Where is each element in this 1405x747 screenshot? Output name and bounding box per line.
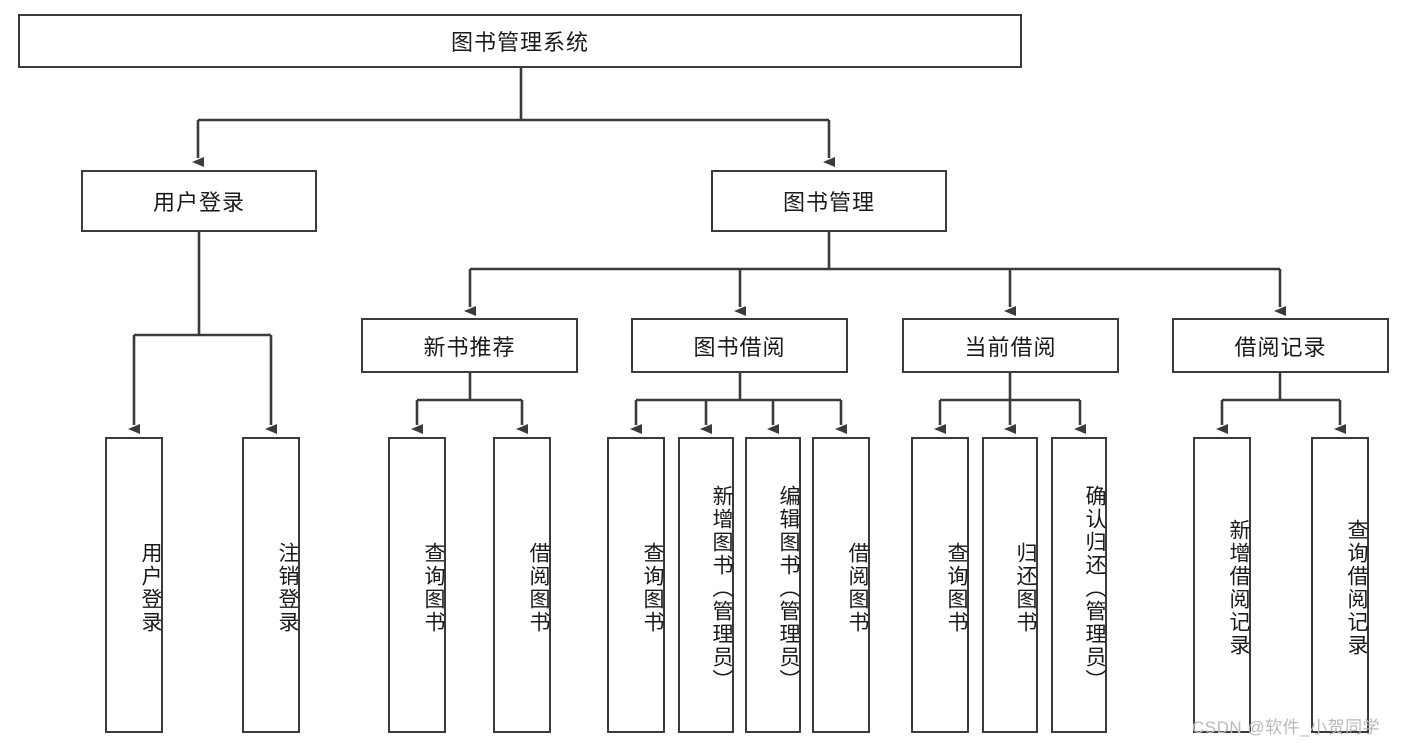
node-root[interactable]: 图书管理系统 <box>18 14 1022 68</box>
node-leaf-confirm-return-label: 确认归还（管理员） <box>1083 484 1106 692</box>
node-leaf-query-book-2-label: 查询图书 <box>641 542 664 634</box>
node-leaf-query-book-1-label: 查询图书 <box>422 542 445 634</box>
node-book-borrow-label: 图书借阅 <box>693 334 786 360</box>
node-leaf-query-book-1[interactable]: 查询图书 <box>388 437 446 733</box>
node-borrow-record[interactable]: 借阅记录 <box>1172 318 1389 373</box>
node-leaf-confirm-return[interactable]: 确认归还（管理员） <box>1051 437 1107 733</box>
node-leaf-borrow-book-1[interactable]: 借阅图书 <box>493 437 551 733</box>
node-current-borrow-label: 当前借阅 <box>964 334 1057 360</box>
node-new-book-rec-label: 新书推荐 <box>423 334 516 360</box>
node-leaf-query-book-2[interactable]: 查询图书 <box>607 437 665 733</box>
node-leaf-add-book[interactable]: 新增图书（管理员） <box>678 437 734 733</box>
node-leaf-query-record-label: 查询借阅记录 <box>1345 519 1368 657</box>
node-root-label: 图书管理系统 <box>450 30 589 55</box>
node-leaf-return-book[interactable]: 归还图书 <box>982 437 1038 733</box>
node-leaf-user-login-label: 用户登录 <box>139 542 162 634</box>
csdn-watermark: CSDN @软件_小贺同学 <box>1192 718 1381 737</box>
node-leaf-add-record[interactable]: 新增借阅记录 <box>1193 437 1251 733</box>
node-new-book-rec[interactable]: 新书推荐 <box>361 318 578 373</box>
node-book-mgmt[interactable]: 图书管理 <box>711 170 947 232</box>
node-book-mgmt-label: 图书管理 <box>782 190 875 215</box>
node-current-borrow[interactable]: 当前借阅 <box>902 318 1119 373</box>
node-leaf-user-login[interactable]: 用户登录 <box>105 437 163 733</box>
node-leaf-query-book-3[interactable]: 查询图书 <box>911 437 969 733</box>
node-leaf-edit-book-label: 编辑图书（管理员） <box>777 484 800 692</box>
node-user-login[interactable]: 用户登录 <box>81 170 317 232</box>
node-leaf-add-record-label: 新增借阅记录 <box>1227 519 1250 657</box>
node-leaf-query-book-3-label: 查询图书 <box>945 542 968 634</box>
node-leaf-edit-book[interactable]: 编辑图书（管理员） <box>745 437 801 733</box>
node-leaf-logout-label: 注销登录 <box>276 542 299 634</box>
node-leaf-borrow-book-2-label: 借阅图书 <box>846 542 869 634</box>
node-leaf-logout[interactable]: 注销登录 <box>242 437 300 733</box>
node-book-borrow[interactable]: 图书借阅 <box>631 318 848 373</box>
node-leaf-return-book-label: 归还图书 <box>1014 542 1037 634</box>
node-leaf-borrow-book-2[interactable]: 借阅图书 <box>812 437 870 733</box>
node-leaf-query-record[interactable]: 查询借阅记录 <box>1311 437 1369 733</box>
node-leaf-add-book-label: 新增图书（管理员） <box>710 484 733 692</box>
node-user-login-label: 用户登录 <box>152 190 245 215</box>
node-leaf-borrow-book-1-label: 借阅图书 <box>527 542 550 634</box>
node-borrow-record-label: 借阅记录 <box>1234 334 1327 360</box>
